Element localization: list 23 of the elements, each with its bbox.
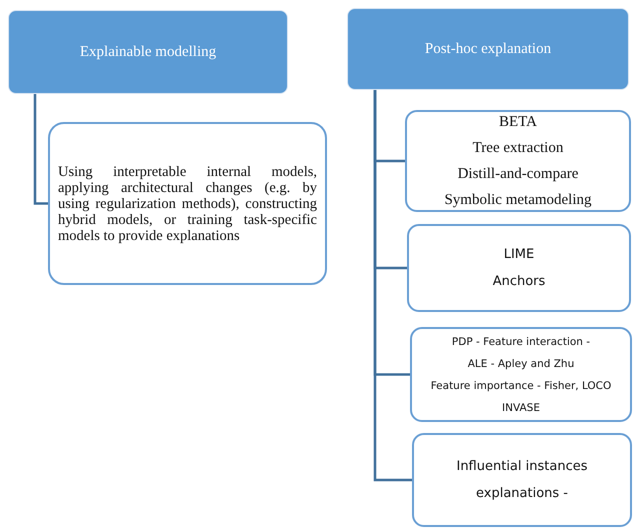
box-text: Anchors bbox=[492, 273, 546, 291]
method-box bbox=[407, 224, 631, 312]
box-text: LIME bbox=[504, 246, 534, 264]
box-text: INVASE bbox=[502, 400, 540, 416]
box-text: Post-hoc explanation bbox=[424, 40, 552, 59]
category-box bbox=[8, 10, 288, 94]
method-box bbox=[410, 327, 632, 422]
method-box bbox=[412, 433, 632, 527]
box-text: BETA bbox=[499, 113, 537, 132]
method-box bbox=[405, 110, 631, 212]
box-text: Symbolic metamodeling bbox=[444, 191, 592, 210]
method-box bbox=[48, 122, 327, 285]
box-text: Tree extraction bbox=[472, 139, 564, 158]
box-text: ALE - Apley and Zhu bbox=[468, 356, 574, 372]
category-box bbox=[347, 8, 629, 90]
box-text: Using interpretable internal models, applying architectural changes (e.g. by using regularization methods), constructing hybrid models, or training task-specific models to provide explanations bbox=[58, 164, 317, 244]
connector-line bbox=[374, 90, 412, 482]
connector-line bbox=[34, 94, 48, 205]
box-text: Distill-and-compare bbox=[458, 165, 578, 184]
box-text: Explainable modelling bbox=[80, 42, 216, 62]
box-text: PDP - Feature interaction - bbox=[452, 334, 590, 350]
box-text: Influential instances explanations - bbox=[455, 458, 588, 503]
box-text: Feature importance - Fisher, LOCO bbox=[430, 378, 612, 394]
